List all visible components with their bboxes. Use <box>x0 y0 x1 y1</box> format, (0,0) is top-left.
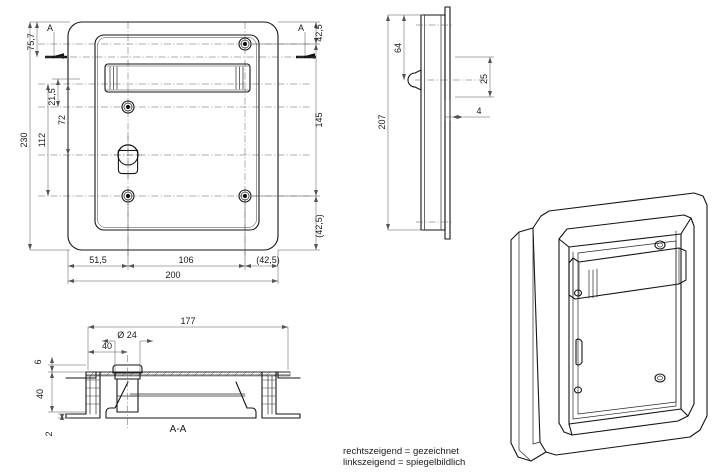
dim-front-right-145: 145 <box>314 112 324 127</box>
dim-front-112: 112 <box>37 133 47 147</box>
front-outer-frame <box>67 21 279 251</box>
section-mark-left: A <box>45 23 67 59</box>
front-view-centerlines <box>38 22 310 260</box>
front-door-plate-inner-edge <box>97 37 257 228</box>
front-dims-right: 42,5 145 (42,5) <box>252 21 324 251</box>
dim-section-40-offset: 40 <box>102 341 112 351</box>
iso-screw-hole-bottom <box>654 373 666 383</box>
front-handle-bar <box>104 63 251 93</box>
section-mark-right: A <box>296 23 316 59</box>
section-mark-right-label: A <box>298 23 304 33</box>
dim-section-2: 2 <box>44 431 54 436</box>
note-line-1: rechtszeigend = gezeichnet <box>343 446 459 457</box>
iso-cavity-left-wall <box>558 238 573 436</box>
front-keyhole <box>114 133 142 178</box>
dim-side-64: 64 <box>393 43 403 53</box>
iso-cavity-rim <box>558 214 695 436</box>
dim-front-bottom-42-5: (42,5) <box>256 255 280 265</box>
dim-front-right-42-5-top: 42,5 <box>314 24 324 42</box>
section-lock-cylinder <box>112 355 143 428</box>
dim-section-177: 177 <box>180 316 195 326</box>
section-label-aa: A-A <box>170 424 187 435</box>
dim-section-dia-24: Ø 24 <box>117 330 137 340</box>
dim-front-right-42-5-bottom: (42,5) <box>314 214 324 238</box>
front-dims-left: 230 112 72 75,7 21,5 <box>19 21 80 251</box>
handle-bar-outline <box>104 63 251 93</box>
dim-side-4: 4 <box>476 106 481 116</box>
dim-front-height-230: 230 <box>19 132 29 147</box>
side-dims: 207 64 25 4 <box>377 14 494 231</box>
screw-hole-top-right <box>238 37 252 51</box>
section-dims: 177 Ø 24 40 6 40 2 <box>33 316 289 437</box>
iso-back-plate <box>577 240 677 415</box>
front-door-plate <box>94 34 260 231</box>
isometric-view <box>510 192 708 462</box>
iso-cavity-bottom-wall <box>680 408 689 417</box>
screw-hole-mid-left <box>121 100 135 114</box>
iso-outer-frame-side <box>510 227 547 462</box>
front-view: A A 230 112 72 75,7 <box>19 21 324 284</box>
dim-side-207: 207 <box>377 114 387 129</box>
section-view-aa: A-A 177 Ø 24 40 6 40 <box>33 316 301 437</box>
section-mark-left-label: A <box>47 23 53 33</box>
notes-block: rechtszeigend = gezeichnet linkszeigend … <box>343 446 465 468</box>
section-right-wall <box>261 371 301 419</box>
dim-front-bottom-106: 106 <box>178 255 193 265</box>
side-lock-knob <box>407 69 422 91</box>
iso-screw-hole-left-lower <box>573 386 583 394</box>
iso-screw-hole-left-upper <box>573 289 583 297</box>
iso-keyhole <box>575 338 583 366</box>
side-flange <box>444 6 451 240</box>
dim-front-bottom-200: 200 <box>165 270 180 280</box>
dim-section-40-depth: 40 <box>35 389 45 399</box>
dim-section-6: 6 <box>33 359 43 364</box>
iso-cavity-top-wall <box>680 217 692 235</box>
section-left-wall <box>65 371 101 419</box>
front-dims-bottom: 51,5 106 (42,5) 200 <box>67 200 280 284</box>
dim-side-25: 25 <box>479 74 489 84</box>
iso-screw-hole-top <box>654 240 666 250</box>
dim-front-75-7: 75,7 <box>26 33 36 51</box>
dim-front-21-5: 21,5 <box>47 88 57 106</box>
dim-front-72: 72 <box>57 115 67 125</box>
side-view: 207 64 25 4 <box>377 6 494 240</box>
iso-cavity-back-panel <box>568 233 682 425</box>
section-right-brace <box>235 381 257 413</box>
dim-front-bottom-51-5: 51,5 <box>89 255 107 265</box>
note-line-2: linkszeigend = spiegelbildlich <box>343 457 465 468</box>
iso-handle-bracket <box>568 247 687 300</box>
front-screw-holes <box>121 37 252 203</box>
